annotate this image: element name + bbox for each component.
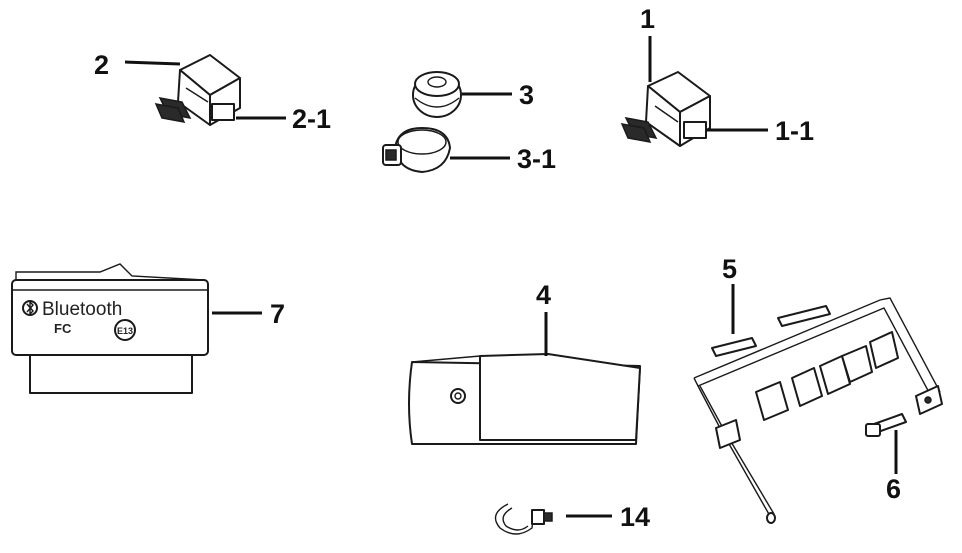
part-6-screw bbox=[865, 413, 907, 437]
callout-label-3: 3 bbox=[519, 80, 534, 110]
fcc-mark: FC bbox=[54, 321, 72, 336]
part-3-1-cap bbox=[382, 127, 451, 173]
callout-2-1: 2-1 bbox=[236, 104, 331, 134]
part-1-relay bbox=[620, 71, 711, 147]
callout-7: 7 bbox=[212, 299, 285, 329]
callout-label-14: 14 bbox=[620, 502, 650, 532]
callout-label-6: 6 bbox=[886, 474, 901, 504]
part-5-bracket bbox=[693, 297, 943, 524]
callout-2: 2 bbox=[94, 50, 181, 80]
callout-label-5: 5 bbox=[722, 254, 737, 284]
callout-6: 6 bbox=[886, 430, 901, 504]
callout-label-1: 1 bbox=[640, 4, 655, 34]
bluetooth-brand-text: Bluetooth bbox=[42, 299, 122, 320]
part-3-grommet bbox=[412, 71, 462, 118]
callout-14: 14 bbox=[566, 502, 650, 532]
callout-label-1-1: 1-1 bbox=[775, 116, 814, 146]
callout-label-3-1: 3-1 bbox=[517, 144, 556, 174]
callout-label-7: 7 bbox=[270, 299, 285, 329]
part-4-cover bbox=[408, 353, 641, 445]
callout-label-4: 4 bbox=[536, 280, 551, 310]
callout-5: 5 bbox=[722, 254, 737, 334]
callout-1: 1 bbox=[640, 4, 655, 82]
callout-4: 4 bbox=[536, 280, 551, 356]
e-mark: E13 bbox=[117, 326, 133, 336]
callout-label-2: 2 bbox=[94, 50, 109, 80]
callout-3: 3 bbox=[462, 80, 534, 110]
part-2-relay bbox=[154, 54, 241, 126]
callout-1-1: 1-1 bbox=[706, 116, 814, 146]
part-14-clip bbox=[494, 503, 553, 535]
part-7-bluetooth-module: Bluetooth FC E13 bbox=[11, 263, 209, 394]
e-mark-circle bbox=[114, 319, 136, 341]
callout-3-1: 3-1 bbox=[450, 144, 556, 174]
callout-label-2-1: 2-1 bbox=[292, 104, 331, 134]
